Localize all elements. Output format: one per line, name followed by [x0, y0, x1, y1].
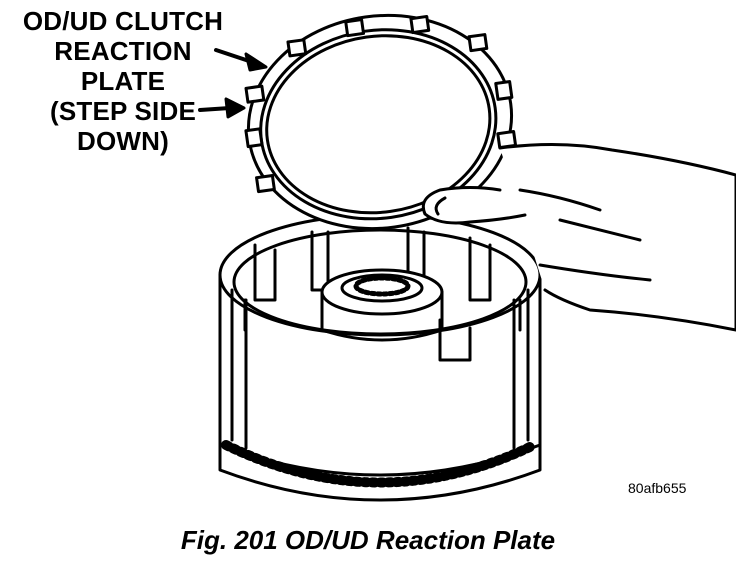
- callout-arrows: [198, 48, 268, 119]
- clutch-retainer-drum: [218, 213, 542, 502]
- callout-line: OD/UD CLUTCH: [22, 6, 224, 36]
- callout-label: OD/UD CLUTCH REACTION PLATE (STEP SIDE D…: [8, 6, 238, 156]
- od-ud-reaction-plate: [244, 13, 518, 231]
- center-hub: [320, 268, 444, 342]
- bottom-gear-teeth: [218, 428, 542, 502]
- technician-hand: [421, 142, 736, 332]
- callout-line: PLATE: [80, 66, 166, 96]
- callout-line: (STEP SIDE: [49, 96, 196, 126]
- figure-caption: Fig. 201 OD/UD Reaction Plate: [180, 525, 556, 555]
- figure-reference-id: 80afb655: [628, 480, 687, 496]
- callout-line: DOWN): [77, 126, 169, 156]
- callout-line: REACTION: [54, 36, 192, 66]
